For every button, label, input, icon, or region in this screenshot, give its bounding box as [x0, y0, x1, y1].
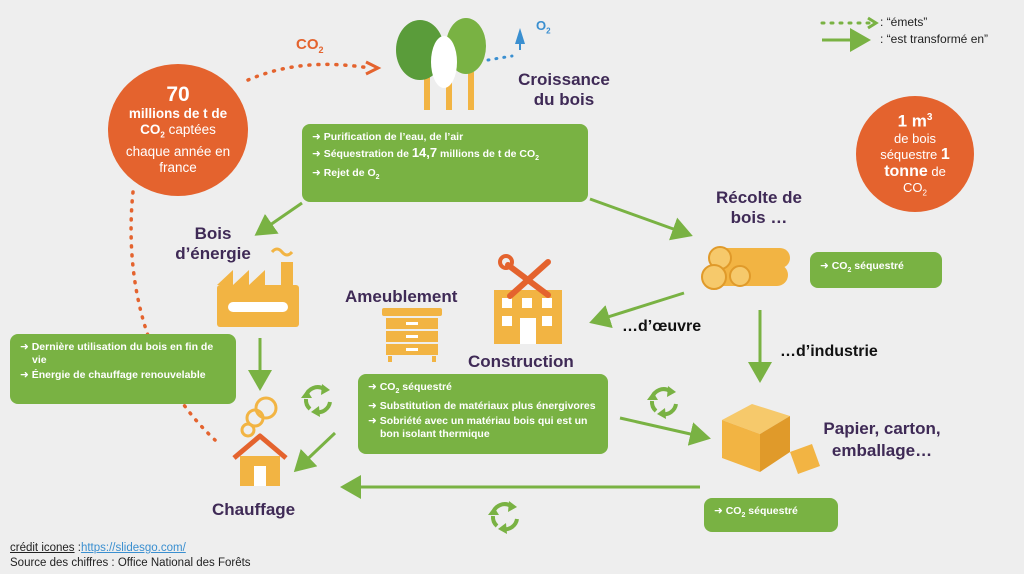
source-line: Source des chiffres : Office National de…: [10, 557, 251, 569]
recolte-info-box: CO2 séquestré: [810, 252, 942, 288]
heading-chauffage: Chauffage: [212, 500, 296, 519]
co2-capture-dotted-arrow: [246, 62, 372, 82]
legend-dotted-arrow-head: [867, 16, 879, 30]
construction-info-box: CO2 séquestré Substitution de matériaux …: [358, 374, 608, 454]
o2-arrow-up-icon: [515, 28, 525, 44]
recycle-icon: [488, 501, 519, 534]
label-oeuvre: …d’œuvre: [622, 318, 702, 335]
heading-construction: Construction: [468, 352, 574, 371]
trees-icon: [396, 18, 486, 110]
sequestration-circle: 1 m3 de bois séquestre 1 tonne de CO2: [856, 96, 974, 212]
heading-papier: Papier, carton, emballage…: [823, 419, 941, 460]
arrow-to-construction: [589, 291, 685, 329]
arrow-to-recolte: [589, 197, 693, 241]
arrow-construction-to-chauffage: [293, 431, 337, 473]
logs-icon: [701, 246, 790, 290]
recycle-icon: [301, 384, 332, 417]
o2-dotted-path: [486, 54, 514, 62]
co2-capture-arrowhead: [365, 60, 382, 76]
cardboard-box-icon: [722, 404, 820, 474]
heading-croissance: Croissance du bois: [518, 70, 610, 109]
construction-icon: [494, 254, 562, 344]
co2-label: CO2: [296, 36, 324, 55]
house-fire-icon: [232, 396, 288, 486]
legend-transformed: : “est transformé en”: [880, 32, 989, 46]
label-industrie: …d’industrie: [780, 343, 878, 360]
dresser-icon: [382, 308, 442, 362]
co2-captured-circle: 70 millions de t de CO2 captées chaque a…: [108, 64, 248, 196]
chauffage-info-box: Dernière utilisation du bois en fin de v…: [10, 334, 236, 404]
arrow-to-bois-energie: [254, 201, 303, 236]
co2-captured-number: 70: [166, 83, 190, 107]
recycle-icon: [647, 386, 678, 419]
papier-info-box: CO2 séquestré: [704, 498, 838, 532]
o2-label: O2: [536, 18, 551, 36]
heading-ameublement: Ameublement: [345, 287, 458, 306]
arrow-construction-to-papier: [619, 416, 711, 446]
croissance-info-box: Purification de l’eau, de l’air Séquestr…: [302, 124, 588, 202]
chauffage-emission-dotted-path: [129, 190, 217, 442]
heading-bois-energie: Bois d’énergie: [175, 224, 251, 263]
heading-recolte: Récolte de bois …: [716, 188, 802, 227]
factory-icon: [217, 247, 299, 327]
legend-emits: : “émets”: [880, 15, 928, 29]
credit-line: crédit icones :https://slidesgo.com/: [10, 542, 186, 554]
credit-link[interactable]: https://slidesgo.com/: [80, 542, 186, 554]
